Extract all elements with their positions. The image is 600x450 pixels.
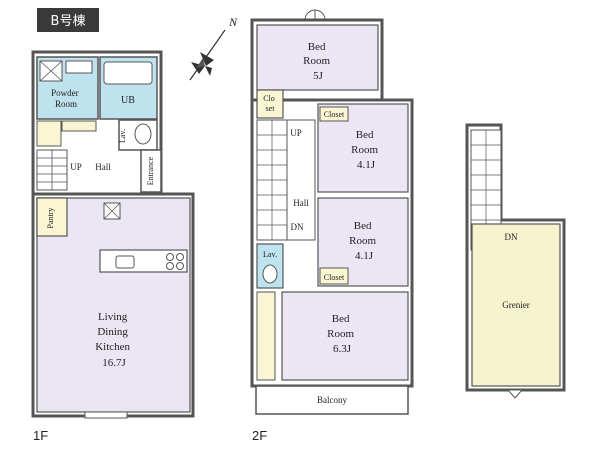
floor-label-2f: 2F bbox=[252, 428, 267, 443]
building-badge: B号棟 bbox=[37, 8, 99, 32]
room-bed-63j bbox=[281, 291, 409, 381]
label-lav-2f: Lav. bbox=[263, 250, 277, 259]
label-entrance: Entrance bbox=[146, 156, 155, 185]
room-balcony bbox=[255, 385, 409, 415]
compass-north-label: N bbox=[228, 15, 238, 29]
label-closet-top: Clo set bbox=[263, 94, 277, 113]
label-lav-1f: Lav. bbox=[118, 129, 127, 143]
label-closet-a: Closet bbox=[324, 110, 345, 119]
kitchen-counter bbox=[99, 249, 188, 273]
stairs-2f bbox=[256, 119, 288, 241]
label-ub: UB bbox=[121, 95, 135, 106]
floor-1f bbox=[31, 50, 195, 419]
floor-2f bbox=[250, 9, 414, 415]
compass-icon: N bbox=[189, 15, 238, 81]
room-closet-top bbox=[256, 89, 284, 119]
label-up-2f: UP bbox=[290, 128, 302, 138]
label-grenier: Grenier bbox=[502, 300, 529, 310]
label-dn-2f: DN bbox=[291, 222, 304, 232]
label-bed-41b: Bed Room 4.1J bbox=[349, 220, 379, 262]
label-up-1f: UP bbox=[70, 162, 82, 172]
stairs-1f bbox=[36, 149, 68, 191]
label-balcony: Balcony bbox=[317, 395, 347, 405]
label-closet-b: Closet bbox=[324, 273, 345, 282]
building-badge-text: B号棟 bbox=[51, 14, 86, 29]
label-powder-room: Powder Room bbox=[51, 88, 81, 109]
label-hall-2f: Hall bbox=[293, 198, 309, 208]
label-bed-63j: Bed Room 6.3J bbox=[327, 313, 357, 355]
label-bed-5j: Bed Room 5J bbox=[303, 41, 333, 82]
floor-label-1f: 1F bbox=[33, 428, 48, 443]
floor-attic bbox=[465, 123, 566, 399]
label-dn-attic: DN bbox=[505, 232, 518, 242]
label-bed-41a: Bed Room 4.1J bbox=[351, 129, 381, 171]
room-entrance bbox=[140, 149, 162, 193]
label-ldk: Living Dining Kitchen 16.7J bbox=[95, 311, 133, 369]
label-pantry: Pantry bbox=[46, 208, 55, 229]
room-bed-5j bbox=[256, 24, 379, 91]
room-grenier bbox=[471, 223, 561, 387]
label-hall-1f: Hall bbox=[95, 162, 111, 172]
